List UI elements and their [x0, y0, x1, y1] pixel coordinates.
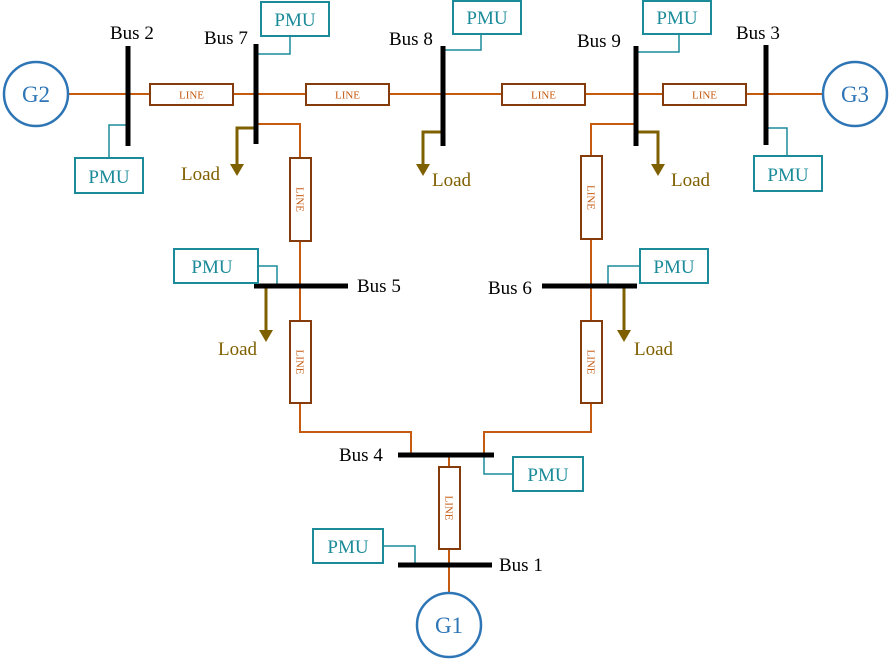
line-label: LINE	[179, 90, 204, 102]
line-bus5-bus4: LINE	[289, 320, 312, 404]
line-label: LINE	[531, 90, 556, 102]
generator-label: G3	[841, 82, 869, 107]
line-label: LINE	[294, 349, 306, 374]
load-bus8	[416, 130, 443, 176]
load-bus5	[259, 286, 273, 342]
line-bus9-bus6: LINE	[580, 155, 603, 240]
line-bus8-bus9: LINE	[501, 83, 586, 106]
bus-label-2: Bus 2	[110, 23, 154, 44]
pmu-bus3: PMU	[753, 155, 823, 192]
line-bus6-bus4: LINE	[580, 320, 603, 404]
line-label: LINE	[443, 495, 455, 520]
line-label: LINE	[335, 90, 360, 102]
pmu-bus5: PMU	[173, 248, 259, 284]
load-label-bus8: Load	[432, 170, 472, 191]
line-label: LINE	[294, 187, 306, 212]
generator-g3: G3	[821, 60, 889, 128]
pmu-bus8: PMU	[452, 0, 522, 35]
bus-label-3: Bus 3	[736, 23, 780, 44]
wires	[68, 93, 822, 595]
load-bus9	[636, 130, 665, 176]
load-bus7	[230, 126, 256, 176]
pmu-label: PMU	[274, 10, 315, 31]
pmu-label: PMU	[88, 167, 129, 188]
generators: G2 G3 G1	[2, 60, 889, 659]
pmu-label: PMU	[527, 465, 568, 486]
bus-label-4: Bus 4	[339, 445, 383, 466]
bus-label-6: Bus 6	[488, 278, 532, 299]
pmu-label: PMU	[466, 8, 507, 29]
pmu-label: PMU	[767, 165, 808, 186]
bus-label-5: Bus 5	[357, 276, 401, 297]
load-label-bus5: Load	[218, 339, 258, 360]
load-label-bus6: Load	[634, 339, 674, 360]
bus-label-1: Bus 1	[499, 555, 543, 576]
pmu-label: PMU	[327, 537, 368, 558]
pmu-label: PMU	[653, 257, 694, 278]
pmu-units: PMU PMU PMU PMU PMU PMU PMU PMU	[74, 0, 823, 564]
line-bus9-bus3: LINE	[662, 83, 747, 106]
bus-label-7: Bus 7	[204, 28, 248, 49]
pmu-bus4: PMU	[512, 456, 584, 492]
line-bus7-bus5: LINE	[289, 157, 312, 242]
pmu-bus6: PMU	[639, 248, 709, 284]
loads	[230, 126, 665, 342]
wire-bus7-line-e	[256, 123, 301, 158]
generator-label: G2	[22, 82, 50, 107]
pmu-bus1: PMU	[312, 528, 384, 564]
load-label-bus7: Load	[181, 164, 221, 185]
load-labels: Load Load Load Load Load	[181, 164, 711, 360]
generator-g1: G1	[415, 591, 483, 659]
bus-bars	[125, 44, 769, 568]
wire-line-h-bus4	[483, 403, 592, 455]
pmu-label: PMU	[656, 8, 697, 29]
pmu-bus2: PMU	[74, 157, 144, 194]
bus-label-9: Bus 9	[577, 31, 621, 52]
line-bus2-bus7: LINE	[149, 83, 234, 106]
pmu-bus9: PMU	[642, 0, 712, 35]
line-label: LINE	[692, 90, 717, 102]
pmu-bus7: PMU	[260, 1, 330, 37]
line-label: LINE	[585, 185, 597, 210]
line-label: LINE	[585, 349, 597, 374]
pmu-label: PMU	[191, 257, 232, 278]
line-bus7-bus8: LINE	[305, 83, 390, 106]
line-elements: LINE LINE LINE LINE LINE LINE LINE	[149, 83, 747, 550]
wire-bus9-line-g	[590, 123, 636, 156]
bus-labels: Bus 2 Bus 7 Bus 8 Bus 9 Bus 3 Bus 5 Bus …	[110, 23, 780, 576]
bus-label-8: Bus 8	[389, 29, 433, 50]
load-bus6	[617, 286, 631, 342]
generator-label: G1	[435, 613, 463, 638]
load-label-bus9: Load	[671, 170, 711, 191]
wire-line-f-bus4	[299, 403, 412, 455]
line-bus4-bus1: LINE	[438, 466, 461, 550]
generator-g2: G2	[2, 60, 70, 128]
